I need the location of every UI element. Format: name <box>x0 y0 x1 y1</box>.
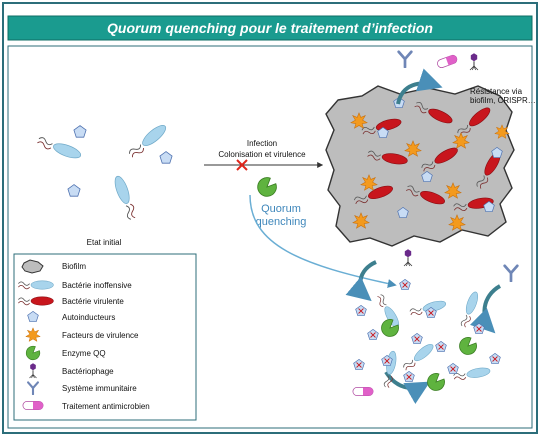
qq-label-line1: Quorum <box>261 203 301 215</box>
legend: Biofilm Bactérie inoffensive Bactérie vi… <box>13 253 197 421</box>
resistance-label-line2: biofilm, CRISPR… <box>470 96 536 105</box>
infection-label-line2: Colonisation et virulence <box>218 150 306 159</box>
legend-label: Bactérie virulente <box>62 297 124 306</box>
infection-arrow: Infection Colonisation et virulence <box>204 139 324 171</box>
legend-label: Biofilm <box>62 262 86 271</box>
biofilm-icon <box>21 259 44 274</box>
treatment-arrow <box>384 370 431 404</box>
resistance-label-line1: Résistance via <box>470 87 523 96</box>
biofilm-infection <box>325 85 515 247</box>
legend-label: Bactériophage <box>62 367 114 376</box>
legend-label: Système immunitaire <box>62 384 137 393</box>
resistance-arrow <box>396 68 443 105</box>
initial-state-label: Etat initial <box>87 238 122 247</box>
biofilm-mass <box>325 85 515 247</box>
legend-label: Traitement antimicrobien <box>62 402 150 411</box>
treatment-arrow <box>469 284 502 334</box>
treatment-arrow <box>345 260 377 302</box>
page-title: Quorum quenching pour le traitement d’in… <box>107 20 433 36</box>
antimicrobial-icon <box>352 386 374 397</box>
infection-label-line1: Infection <box>247 139 277 148</box>
title-banner <box>7 15 533 41</box>
legend-label: Autoinducteurs <box>62 313 115 322</box>
legend-label: Facteurs de virulence <box>62 331 139 340</box>
initial-state-cluster: Etat initial <box>36 121 173 247</box>
resistance-group: Résistance via biofilm, CRISPR… <box>396 50 536 105</box>
antimicrobial-icon <box>22 400 44 411</box>
legend-label: Enzyme QQ <box>62 349 106 358</box>
qq-label-line2: quenching <box>256 216 307 228</box>
legend-label: Bactérie inoffensive <box>62 281 132 290</box>
treated-state-cluster <box>345 248 519 404</box>
blocked-cross-icon <box>236 159 248 171</box>
